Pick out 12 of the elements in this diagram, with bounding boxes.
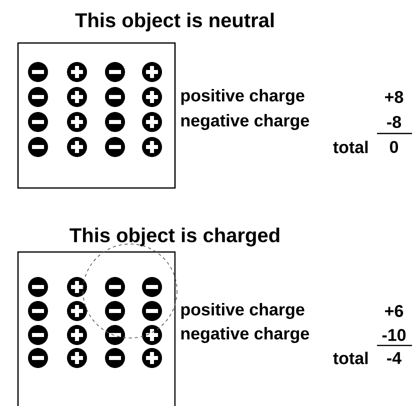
value-text: -10 bbox=[382, 328, 406, 342]
value-text: +6 bbox=[385, 304, 404, 318]
heading: This object is neutral bbox=[75, 12, 274, 32]
label-text: total bbox=[333, 352, 368, 364]
label-text: negative charge bbox=[181, 327, 310, 343]
label-text: positive charge bbox=[181, 303, 304, 319]
label-text: total bbox=[333, 140, 368, 154]
value-text: +8 bbox=[385, 90, 404, 104]
value-text: -8 bbox=[387, 116, 402, 128]
value-text: -4 bbox=[387, 352, 402, 364]
heading: This object is charged bbox=[70, 228, 280, 246]
value-text: 0 bbox=[390, 140, 398, 154]
